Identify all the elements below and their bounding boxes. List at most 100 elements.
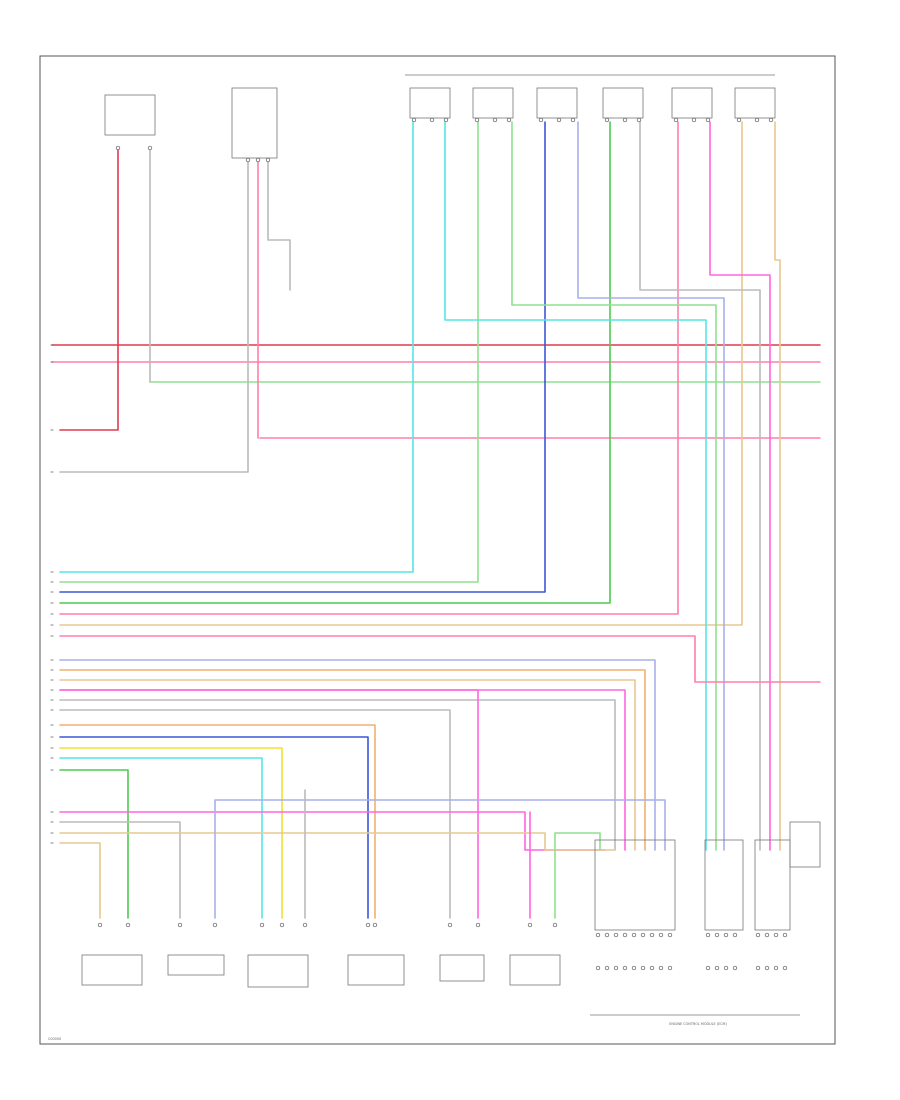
connector-pin (732, 965, 738, 971)
connector-pin (245, 157, 251, 163)
connector-pin (259, 922, 265, 928)
wire-yellow-1 (59, 747, 283, 919)
connector-pin (773, 965, 779, 971)
connector-pin (570, 117, 576, 123)
connector-pin (97, 922, 103, 928)
wire-tan-2 (774, 121, 781, 851)
connector-pin (552, 922, 558, 928)
connector-pin (667, 932, 673, 938)
wire-lavender-3 (214, 799, 666, 919)
wire-gray-2 (639, 121, 761, 851)
wire-green-4 (59, 769, 129, 919)
connector-pin (622, 965, 628, 971)
wire-pink-2 (59, 635, 821, 683)
wire-cyan-3 (59, 757, 263, 919)
fuse-module-1 (409, 87, 451, 119)
fuse-module-6 (734, 87, 776, 119)
connector-pin (255, 157, 261, 163)
wire-lavender-1 (577, 121, 725, 851)
connector-pin (125, 922, 131, 928)
connector-pin (613, 932, 619, 938)
label-layer: C00000 ENGINE CONTROL MODULE (ECM) (48, 1022, 727, 1041)
connector-pin (691, 117, 697, 123)
wire-layer (51, 121, 821, 919)
connector-pin (673, 117, 679, 123)
wire-pink-1 (59, 121, 679, 615)
connector-pin (640, 932, 646, 938)
fuse-module-2 (472, 87, 514, 119)
wire-magenta-3 (59, 689, 479, 919)
wire-blue-2 (59, 736, 369, 919)
connector-pin (631, 965, 637, 971)
connector-pin (782, 965, 788, 971)
wire-cyan-1 (59, 121, 414, 573)
connector-pin (640, 965, 646, 971)
connector-pin (732, 932, 738, 938)
connector-pin (705, 932, 711, 938)
connector-pin (636, 117, 642, 123)
connector-pin (714, 932, 720, 938)
connector-pin (714, 965, 720, 971)
connector-pin (764, 932, 770, 938)
sensor-5 (439, 954, 485, 982)
wire-green-2 (59, 121, 611, 604)
wire-red-feed (59, 149, 119, 431)
fuse-module-5 (671, 87, 713, 119)
connector-pin (604, 932, 610, 938)
wire-cyan-2 (444, 121, 707, 851)
wire-blue-1 (59, 121, 546, 593)
connector-pin (556, 117, 562, 123)
wire-gray-4 (59, 709, 451, 919)
connector-pin (658, 965, 664, 971)
connector-pin (723, 965, 729, 971)
connector-pin (736, 117, 742, 123)
sensor-2 (167, 954, 225, 976)
connector-pin (372, 922, 378, 928)
connector-pin (265, 157, 271, 163)
connector-pin (279, 922, 285, 928)
ecm-connector-right (754, 839, 791, 931)
connector-pin (754, 117, 760, 123)
connector-pin (705, 117, 711, 123)
wire-gray-5 (59, 821, 181, 919)
connector-pin (527, 922, 533, 928)
connector-pin (595, 965, 601, 971)
connector-pin (649, 932, 655, 938)
wire-orange-1 (59, 669, 646, 851)
footer-left-code: C00000 (48, 1037, 61, 1041)
wire-lavender-2 (59, 659, 656, 851)
connector-pin (147, 145, 153, 151)
connector-pin (506, 117, 512, 123)
wire-magenta-2 (59, 689, 626, 851)
ecm-module-box (789, 821, 821, 868)
connector-pin (429, 117, 435, 123)
wire-green-5 (554, 832, 601, 919)
connector-pin (723, 932, 729, 938)
wire-gray-low (59, 161, 249, 473)
connector-pin (768, 117, 774, 123)
wire-orange-2 (59, 724, 376, 919)
ecm-connector-left (594, 839, 676, 931)
wire-green-1 (59, 121, 479, 583)
connector-pin (595, 932, 601, 938)
module-top-left (104, 94, 156, 136)
connector-pin (474, 117, 480, 123)
wire-gray-3 (59, 699, 616, 851)
ecm-label: ENGINE CONTROL MODULE (ECM) (669, 1022, 727, 1026)
connector-pin (613, 965, 619, 971)
sensor-3 (247, 954, 309, 988)
connector-pin (177, 922, 183, 928)
connector-pin (604, 117, 610, 123)
connector-pin (604, 965, 610, 971)
connector-pin (365, 922, 371, 928)
connector-pin (538, 117, 544, 123)
connector-pin (782, 932, 788, 938)
connector-pin (411, 117, 417, 123)
connector-pin (622, 932, 628, 938)
connector-pin (447, 922, 453, 928)
wire-magenta-4 (59, 811, 606, 851)
connector-pin (755, 965, 761, 971)
connector-pin (115, 145, 121, 151)
sensor-1 (81, 954, 143, 986)
